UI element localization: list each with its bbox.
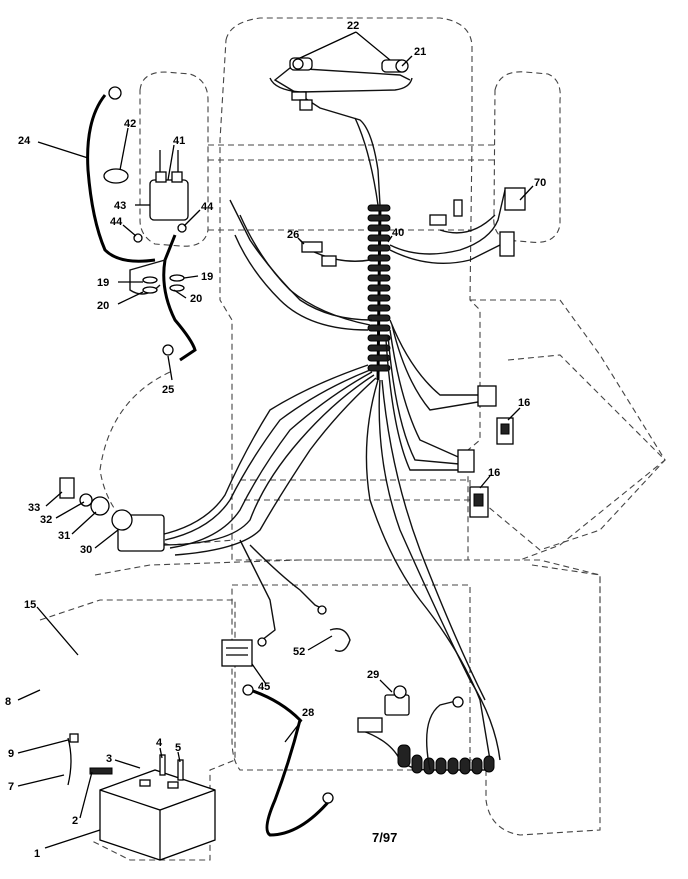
rear-frame-outline [231, 584, 471, 771]
callout-16-lower: 16 [488, 467, 500, 479]
inner-deck-outline [240, 479, 471, 501]
hood-outline [219, 17, 481, 561]
fuse-holder-29 [357, 685, 410, 733]
callout-25: 25 [162, 384, 174, 396]
date-code: 7/97 [372, 830, 397, 845]
callout-70: 70 [534, 177, 546, 189]
callout-32: 32 [40, 514, 52, 526]
callout-9: 9 [8, 748, 14, 760]
battery [99, 769, 216, 861]
battery-strap-2 [89, 767, 113, 775]
ignition-switch [59, 477, 165, 552]
starter-solenoid [149, 150, 189, 221]
loom-coils [367, 204, 391, 372]
lower-right-outline [531, 564, 601, 700]
callout-24: 24 [18, 135, 31, 147]
callout-16-upper: 16 [518, 397, 530, 409]
harness-loom [86, 67, 511, 837]
switch-16-upper [496, 417, 514, 445]
callout-21: 21 [414, 46, 426, 58]
harness-connector-top [299, 99, 313, 111]
callout-2: 2 [72, 815, 78, 827]
callout-19-left: 19 [97, 277, 109, 289]
callout-33: 33 [28, 502, 40, 514]
callout-29: 29 [367, 669, 379, 681]
left-rear-wheel-outline [99, 371, 236, 546]
callout-8: 8 [5, 696, 11, 708]
connector-26 [301, 241, 323, 253]
headlight-left [289, 57, 313, 71]
callout-5: 5 [175, 742, 181, 754]
callout-28: 28 [302, 707, 314, 719]
callout-20-right: 20 [190, 293, 202, 305]
rear-coil-cord [397, 744, 495, 775]
callout-4: 4 [156, 737, 163, 749]
seat-area-outline [507, 354, 666, 561]
callout-44-left: 44 [110, 216, 123, 228]
callout-30: 30 [80, 544, 92, 556]
callout-43: 43 [114, 200, 126, 212]
battery-tray-outline [39, 599, 236, 861]
callout-40: 40 [392, 227, 404, 239]
callout-3: 3 [106, 753, 112, 765]
leader-lines [17, 31, 534, 849]
right-front-wheel-outline [493, 71, 561, 243]
callout-42: 42 [124, 118, 136, 130]
module-45 [221, 639, 253, 667]
parts [59, 57, 526, 861]
battery-bolt-9 [67, 737, 72, 786]
callout-22: 22 [347, 20, 359, 32]
headlight-connector [291, 91, 307, 101]
callout-26: 26 [287, 229, 299, 241]
callout-44-right: 44 [201, 201, 214, 213]
callout-1: 1 [34, 848, 40, 860]
chassis-outlines [39, 17, 666, 861]
headlight-right [381, 59, 409, 73]
rear-deck-outline [94, 559, 601, 836]
callout-41: 41 [173, 135, 185, 147]
callouts: 22 21 24 42 41 43 44 44 19 19 20 20 25 2… [5, 20, 546, 860]
callout-7: 7 [8, 781, 14, 793]
callout-19-right: 19 [201, 271, 213, 283]
bracket-42 [103, 168, 129, 184]
connector-70 [504, 187, 526, 211]
callout-15: 15 [24, 599, 36, 611]
callout-31: 31 [58, 530, 70, 542]
callout-20-left: 20 [97, 300, 109, 312]
callout-52: 52 [293, 646, 305, 658]
callout-45: 45 [258, 681, 270, 693]
switch-16-lower [469, 486, 489, 518]
